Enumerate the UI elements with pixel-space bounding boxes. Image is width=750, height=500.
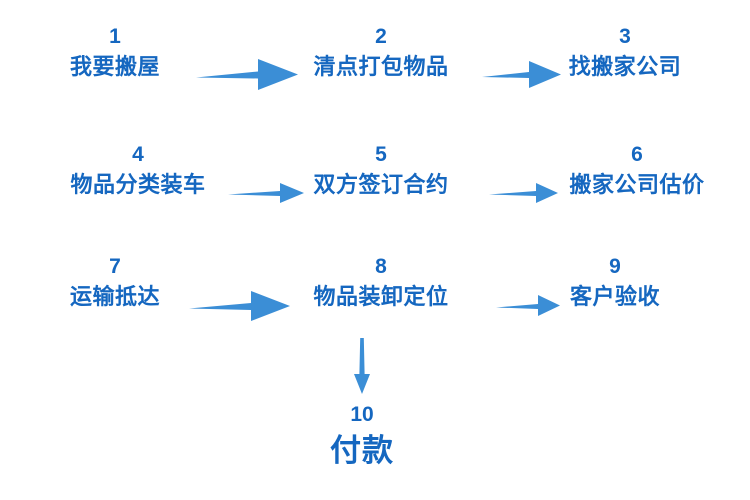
step-label-1: 我要搬屋 <box>69 55 161 80</box>
step-label-10: 付款 <box>330 433 394 469</box>
step-node-4[interactable]: 4 物品分类装车 <box>70 144 205 197</box>
step-label-3: 找搬家公司 <box>568 55 682 80</box>
step-label-6: 搬家公司估价 <box>569 173 705 198</box>
step-number-4: 4 <box>132 143 144 166</box>
arrow-step2-to-step3 <box>482 59 561 89</box>
step-label-9: 客户验收 <box>569 285 661 310</box>
step-number-3: 3 <box>619 25 631 48</box>
arrow-step1-to-step2 <box>196 57 298 91</box>
step-label-8: 物品装卸定位 <box>313 285 449 310</box>
step-node-1[interactable]: 1 我要搬屋 <box>70 26 160 79</box>
step-node-3[interactable]: 3 找搬家公司 <box>569 26 682 79</box>
step-node-10[interactable]: 10 付款 <box>330 404 394 468</box>
step-number-7: 7 <box>109 255 121 278</box>
step-label-7: 运输抵达 <box>69 285 161 310</box>
arrow-step8-to-step10 <box>350 338 374 394</box>
step-node-9[interactable]: 9 客户验收 <box>570 256 660 309</box>
step-node-8[interactable]: 8 物品装卸定位 <box>313 256 448 309</box>
step-number-10: 10 <box>350 403 374 426</box>
arrow-step7-to-step8 <box>189 289 290 322</box>
step-node-6[interactable]: 6 搬家公司估价 <box>569 144 704 197</box>
step-number-2: 2 <box>375 25 387 48</box>
arrow-step8-to-step9 <box>496 293 560 318</box>
step-number-6: 6 <box>631 143 643 166</box>
step-node-2[interactable]: 2 清点打包物品 <box>313 26 448 79</box>
step-label-2: 清点打包物品 <box>313 55 449 80</box>
arrow-step4-to-step5 <box>228 181 304 205</box>
step-label-4: 物品分类装车 <box>70 173 206 198</box>
step-number-5: 5 <box>375 143 387 166</box>
arrow-step5-to-step6 <box>489 181 558 205</box>
step-number-9: 9 <box>609 255 621 278</box>
step-number-8: 8 <box>375 255 387 278</box>
step-node-5[interactable]: 5 双方签订合约 <box>313 144 448 197</box>
step-number-1: 1 <box>109 25 121 48</box>
step-label-5: 双方签订合约 <box>313 173 449 198</box>
step-node-7[interactable]: 7 运输抵达 <box>70 256 160 309</box>
